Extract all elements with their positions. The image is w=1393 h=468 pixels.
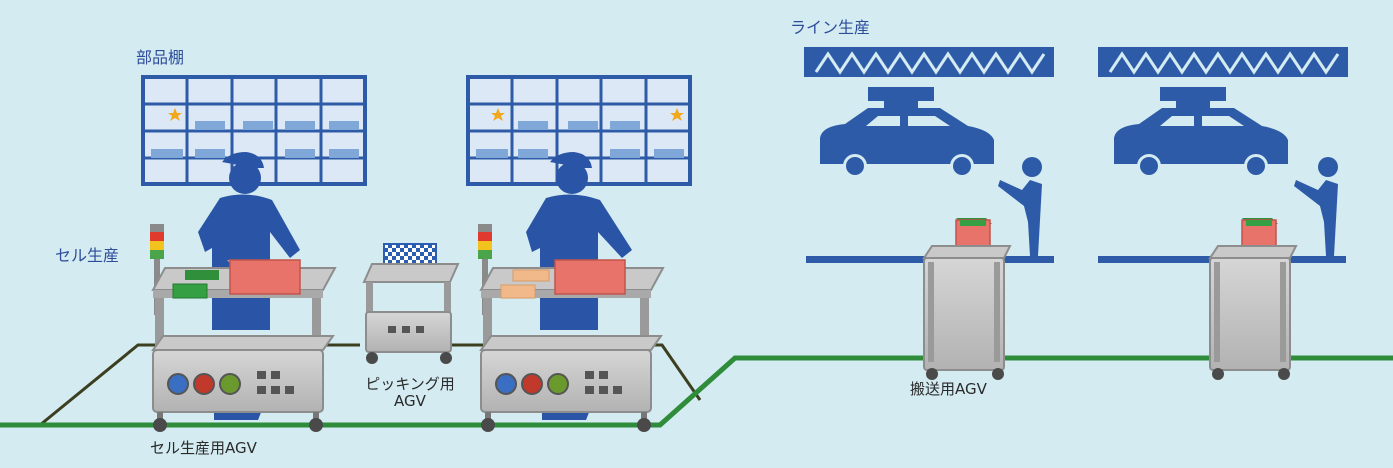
gantry-icon [804, 47, 1054, 108]
agv-cart-icon [922, 218, 1012, 380]
car-icon [1114, 108, 1288, 178]
transport-agv-label: 搬送用AGV [910, 380, 987, 398]
car-icon [820, 108, 994, 178]
cell-production-label: セル生産 [55, 246, 120, 265]
agv-cart-icon [151, 259, 337, 432]
agv-cart-icon [362, 243, 460, 364]
worker-icon [998, 157, 1042, 256]
cell-agv-label: セル生産用AGV [150, 439, 257, 457]
line-production-label: ライン生産 [790, 18, 871, 37]
agv-cart-icon [1208, 218, 1298, 380]
worker-icon [1294, 157, 1338, 256]
picking-agv-label: ピッキング用 AGV [360, 376, 460, 410]
gantry-icon [1098, 47, 1348, 108]
parts-shelf-label: 部品棚 [136, 48, 185, 67]
agv-cart-icon [479, 259, 665, 432]
picking-agv-label-line2: AGV [394, 392, 426, 410]
picking-agv-label-line1: ピッキング用 [365, 375, 455, 393]
